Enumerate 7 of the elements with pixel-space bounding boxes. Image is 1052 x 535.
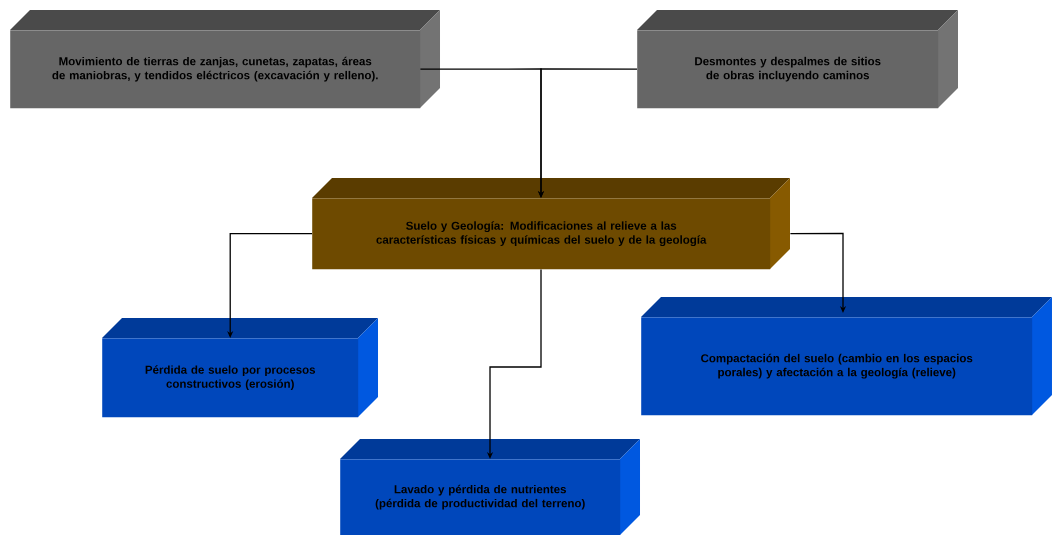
box-3d: Desmontes y despalmes de sitios de obras incluyendo caminos <box>637 10 958 109</box>
box-3d: Compactación del suelo (cambio en los espacios porales) y afectación a la geología (relieve) <box>641 297 1052 416</box>
box-3d: Pérdida de suelo por procesos constructivos (erosión) <box>102 318 378 418</box>
box-3d: Movimiento de tierras de zanjas, cunetas, zapatas, áreas de maniobras, y tendidos eléctricos (excavación y relleno). <box>10 10 440 109</box>
box-3d: Suelo y Geología: Modificaciones al relieve a las características físicas y químicas del suelo y de la geología <box>312 178 790 270</box>
arrow <box>789 232 847 313</box>
box-3d: Lavado y pérdida de nutrientes (pérdida de productividad del terreno) <box>340 439 640 535</box>
